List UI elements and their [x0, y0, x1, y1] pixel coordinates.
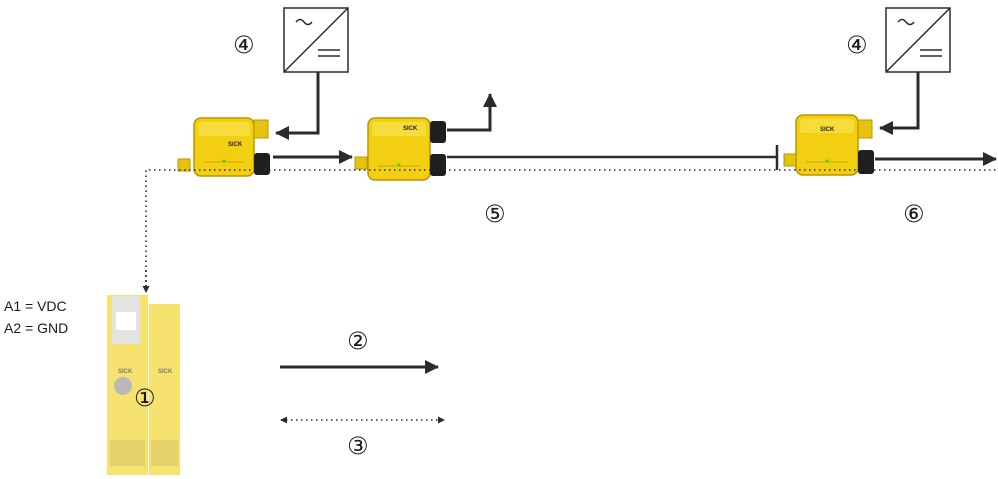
device-2-output-arrow: [447, 93, 497, 132]
signal-dotted-line: [145, 169, 996, 287]
device-3-brand: SICK: [820, 127, 835, 133]
controller-brand-2: SICK: [158, 369, 173, 375]
legend-signal-marker: ③: [347, 432, 369, 460]
psu-left-feed-arrow: [275, 72, 320, 140]
psu-right-marker: ④: [846, 31, 868, 59]
controller-module: SICK SICK: [107, 295, 180, 475]
psu-left-marker: ④: [233, 31, 255, 59]
flexi-device-2: SICK: [354, 117, 446, 181]
psu-right-feed-arrow: [879, 72, 920, 135]
controller-label-a2: A2 = GND: [4, 320, 68, 336]
controller-marker: ①: [134, 384, 156, 412]
power-supply-right: ④: [846, 7, 951, 135]
ac-dc-converter-icon: [885, 7, 951, 73]
controller-label-a1: A1 = VDC: [4, 298, 67, 314]
power-supply-left: ④: [233, 7, 349, 140]
cable-marker: ⑤: [484, 200, 506, 228]
flexi-device-3: SICK: [783, 114, 874, 176]
device-2-brand: SICK: [403, 126, 418, 132]
controller-brand: SICK: [118, 369, 133, 375]
output-marker: ⑥: [903, 200, 925, 228]
flexi-device-1: SICK: [177, 117, 270, 177]
legend-power-marker: ②: [347, 327, 369, 355]
ac-dc-converter-icon: [283, 7, 349, 73]
device-1-brand: SICK: [228, 142, 243, 148]
